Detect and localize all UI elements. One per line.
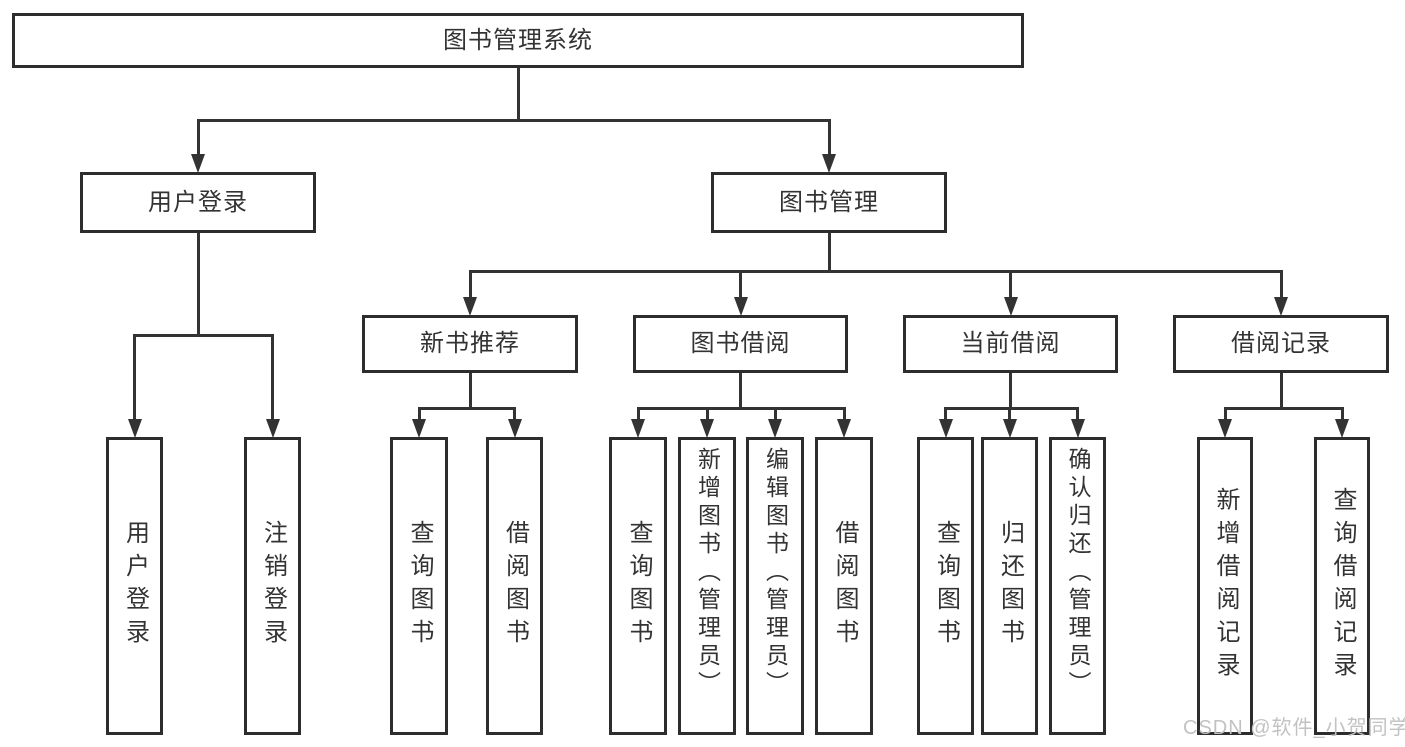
node-label: 图书借阅 [690,330,791,357]
node-label: 借阅图书 [831,520,858,652]
node-label: 查询图书 [932,520,960,652]
node-label: 编辑图书（管理员） [762,447,789,699]
connector-segment [944,406,1079,410]
node-label: 归还图书 [996,520,1024,652]
connector-arrowhead [463,297,477,316]
node-label: 当前借阅 [960,330,1061,357]
node-label: 查询借阅记录 [1329,487,1356,685]
connector-segment [417,406,516,410]
node-root: 图书管理系统 [12,13,1024,68]
connector-segment [468,269,472,307]
connector-segment [1076,406,1079,429]
node-label: 用户登录 [148,188,248,216]
connector-segment [513,406,516,429]
connector-segment [133,333,136,429]
node-book-borrow: 图书借阅 [633,315,848,373]
node-label: 新增借阅记录 [1212,487,1239,685]
node-borrow-records: 借阅记录 [1173,315,1389,373]
node-label: 借阅图书 [501,520,529,652]
connector-segment [271,333,274,429]
connector-segment [1008,406,1011,429]
connector-arrowhead [1002,419,1017,438]
connector-segment [1279,269,1283,307]
node-label: 图书管理系统 [443,26,593,54]
connector-segment [1279,373,1283,410]
node-label: 注销登录 [259,520,287,652]
connector-segment [196,233,200,337]
connector-arrowhead [1274,297,1288,316]
connector-arrowhead [265,419,280,438]
connector-arrowhead [938,419,953,438]
connector-segment [827,118,831,164]
connector-segment [1340,406,1344,429]
connector-segment [773,406,777,429]
node-label: 确认归还（管理员） [1065,447,1091,699]
connector-arrowhead [191,154,205,173]
connector-segment [636,406,640,429]
node-label: 查询图书 [625,520,652,652]
node-leaf-bb-query: 查询图书 [609,437,667,735]
connector-arrowhead [837,419,851,438]
connector-segment [417,406,421,429]
node-label: 查询图书 [406,520,433,652]
connector-segment [1009,269,1012,307]
node-label: 新书推荐 [420,330,520,357]
connector-arrowhead [700,419,714,438]
node-label: 用户登录 [121,520,149,652]
node-new-book-rec: 新书推荐 [362,315,578,373]
node-current-borrow: 当前借阅 [903,315,1118,373]
connector-segment [705,406,709,429]
connector-segment [133,333,274,337]
node-user-login: 用户登录 [80,172,316,233]
watermark: CSDN @软件_小贺同学 [1183,717,1405,739]
node-leaf-cb-confirm: 确认归还（管理员） [1049,437,1106,735]
connector-arrowhead [1218,419,1232,438]
connector-arrowhead [733,297,748,316]
connector-segment [196,118,200,164]
connector-arrowhead [631,419,645,438]
node-leaf-nbr-query: 查询图书 [390,437,448,735]
connector-segment [1009,373,1012,410]
connector-arrowhead [1070,419,1085,438]
connector-segment [944,406,947,429]
connector-segment [468,373,472,410]
connector-segment [196,118,831,122]
connector-segment [739,269,742,307]
node-label: 图书管理 [779,188,879,216]
connector-arrowhead [412,419,426,438]
connector-segment [827,233,831,273]
connector-arrowhead [127,419,142,438]
connector-arrowhead [768,419,782,438]
connector-segment [468,269,1283,273]
node-leaf-nbr-borrow: 借阅图书 [486,437,543,735]
node-leaf-bb-edit: 编辑图书（管理员） [746,437,804,735]
connector-segment [842,406,846,429]
node-leaf-bb-borrow: 借阅图书 [815,437,873,735]
node-leaf-br-query: 查询借阅记录 [1314,437,1370,735]
node-leaf-cb-return: 归还图书 [981,437,1038,735]
connector-segment [1223,406,1227,429]
node-leaf-logout: 注销登录 [244,437,301,735]
connector-arrowhead [822,154,836,173]
node-leaf-cb-query: 查询图书 [917,437,974,735]
connector-segment [516,68,520,122]
node-leaf-login: 用户登录 [106,437,163,735]
connector-segment [1223,406,1344,410]
node-label: 借阅记录 [1231,330,1331,357]
node-label: 新增图书（管理员） [694,447,721,699]
connector-arrowhead [507,419,522,438]
node-leaf-bb-add: 新增图书（管理员） [678,437,736,735]
node-book-mgmt: 图书管理 [711,172,947,233]
connector-segment [636,406,846,410]
connector-arrowhead [1335,419,1349,438]
node-leaf-br-add: 新增借阅记录 [1197,437,1253,735]
connector-arrowhead [1003,297,1018,316]
connector-segment [739,373,742,410]
